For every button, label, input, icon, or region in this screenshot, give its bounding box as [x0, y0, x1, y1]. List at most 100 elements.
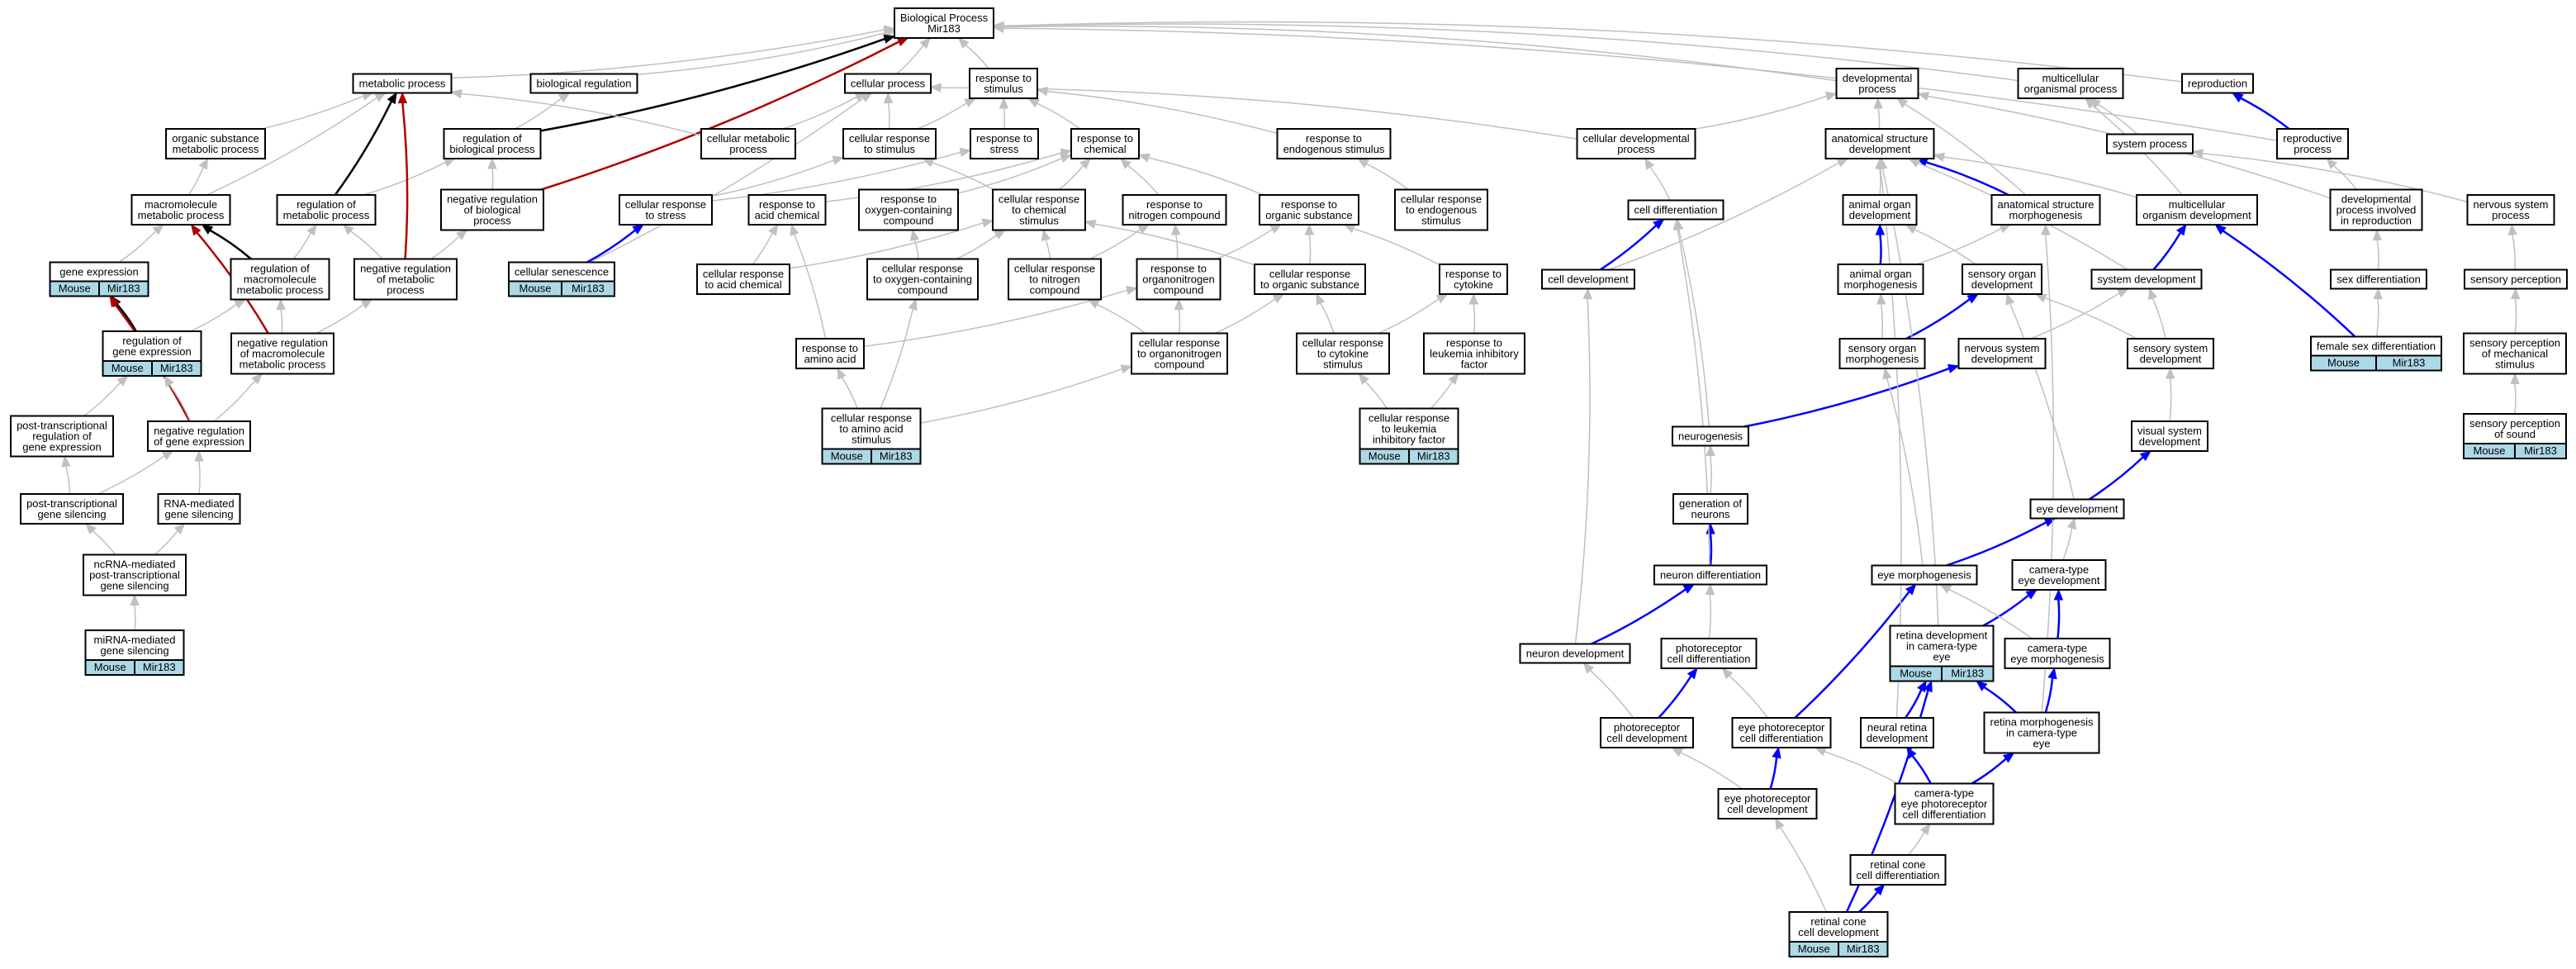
go-term-system-dev[interactable]: system development — [2090, 268, 2203, 290]
go-term-system-proc[interactable]: system process — [2106, 133, 2194, 154]
go-term-neurogenesis[interactable]: neurogenesis — [1672, 425, 1749, 447]
go-term-eye-dev[interactable]: eye development — [2029, 498, 2125, 520]
go-term-cell-dev[interactable]: cell development — [1541, 268, 1635, 290]
edge-arrowhead — [1908, 158, 1921, 168]
go-term-neuron-diff[interactable]: neuron differentiation — [1653, 564, 1767, 586]
go-term-metabolic[interactable]: metabolic process — [352, 73, 453, 94]
term-label-line: stimulus — [1421, 215, 1461, 227]
edge-line — [1769, 757, 1778, 790]
term-box — [10, 415, 114, 458]
term-label-line: nervous system — [2473, 198, 2548, 211]
go-term-sex-diff[interactable]: sex differentiation — [2330, 268, 2427, 290]
go-term-bioreg[interactable]: biological regulation — [529, 73, 638, 94]
edge-line — [965, 44, 989, 69]
term-box — [2106, 133, 2194, 154]
term-label-line: of sound — [2494, 428, 2536, 440]
go-term-sensory-perc[interactable]: sensory perception — [2464, 268, 2568, 290]
go-term-neuron-dev[interactable]: neuron development — [1519, 643, 1631, 664]
edge-reg_bio-to-bioreg — [515, 92, 571, 130]
go-term-reproduction[interactable]: reproduction — [2181, 73, 2254, 94]
edge-arrowhead — [234, 298, 246, 309]
go-term-cellular[interactable]: cellular process — [844, 73, 932, 94]
go-term-cell-diff[interactable]: cell differentiation — [1627, 199, 1724, 221]
go-term-eye-morph[interactable]: eye morphogenesis — [1871, 564, 1978, 586]
